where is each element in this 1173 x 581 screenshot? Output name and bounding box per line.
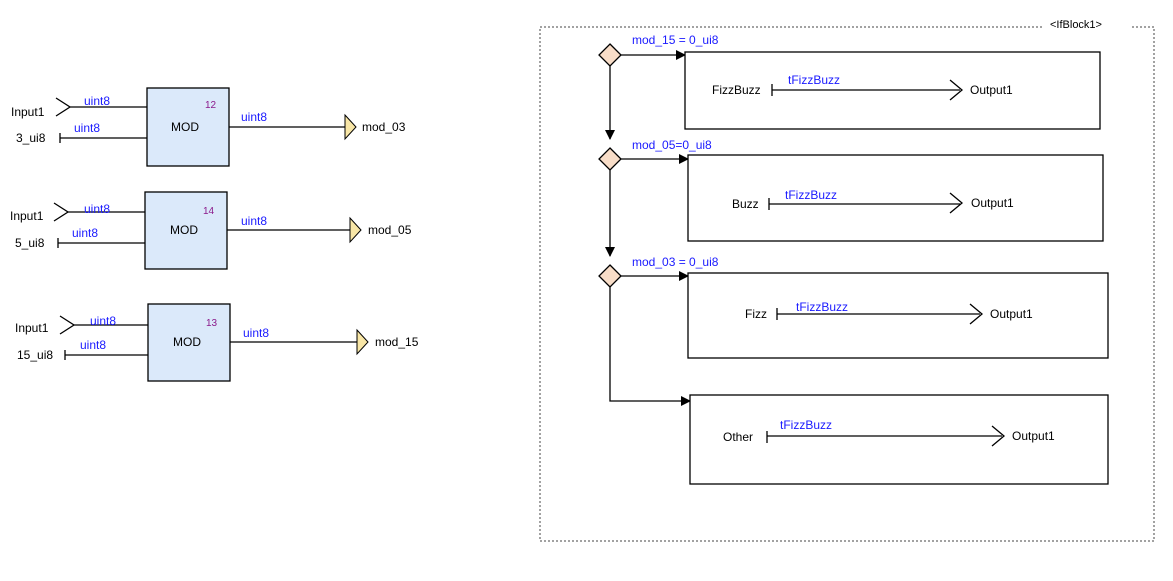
mod-block-label: MOD	[171, 120, 199, 134]
output-name-label: mod_05	[368, 223, 412, 237]
branch-condition: mod_15 = 0_ui8	[632, 33, 719, 47]
mod-block[interactable]	[144, 191, 228, 270]
input1-port-chevron	[59, 315, 76, 335]
branch-type-label: tFizzBuzz	[785, 188, 837, 202]
output-port[interactable]	[356, 328, 369, 356]
branch-value-label: Fizz	[745, 307, 767, 321]
mod-block-label: MOD	[173, 335, 201, 349]
mod-block-12-group[interactable]: Input1 uint8 3_ui8 uint8 12 MOD uint8 mo…	[11, 87, 406, 167]
branch-condition: mod_03 = 0_ui8	[632, 255, 719, 269]
input1-type-label: uint8	[90, 314, 116, 328]
branch-output-chevron	[991, 425, 1006, 447]
output-port[interactable]	[344, 113, 357, 141]
output-name-label: mod_15	[375, 335, 419, 349]
mod-block-number: 12	[205, 100, 217, 111]
input1-label: Input1	[15, 321, 49, 335]
if-branch-fizz[interactable]: mod_03 = 0_ui8 Fizz tFizzBuzz Output1	[598, 255, 1109, 359]
branch-output-label: Output1	[971, 196, 1014, 210]
branch-type-label: tFizzBuzz	[788, 73, 840, 87]
constant-label: 3_ui8	[16, 131, 46, 145]
if-branch-buzz[interactable]: mod_05=0_ui8 Buzz tFizzBuzz Output1	[598, 138, 1104, 242]
branch-output-label: Output1	[990, 307, 1033, 321]
branch-type-label: tFizzBuzz	[780, 418, 832, 432]
if-block-title-bg	[1043, 16, 1131, 32]
branch-output-label: Output1	[1012, 429, 1055, 443]
decision-diamond[interactable]	[598, 43, 622, 67]
input1-port-chevron	[53, 202, 70, 222]
branch-output-label: Output1	[970, 83, 1013, 97]
mod-block-label: MOD	[170, 223, 198, 237]
mod-block[interactable]	[146, 87, 230, 167]
control-flow-line-3	[609, 287, 691, 406]
output-type-label: uint8	[241, 214, 267, 228]
constant-label: 5_ui8	[15, 236, 45, 250]
branch-type-label: tFizzBuzz	[796, 300, 848, 314]
input1-type-label: uint8	[84, 202, 110, 216]
branch-block[interactable]	[689, 394, 1109, 485]
mod-block-14-group[interactable]: Input1 uint8 5_ui8 uint8 14 MOD uint8 mo…	[10, 191, 412, 270]
input1-label: Input1	[11, 105, 45, 119]
branch-output-chevron	[969, 303, 984, 325]
if-branch-other[interactable]: Other tFizzBuzz Output1	[689, 394, 1109, 485]
if-block-title: <IfBlock1>	[1050, 19, 1102, 31]
if-block[interactable]: <IfBlock1> mod_15 = 0_ui8 FizzBuzz tFizz…	[539, 16, 1155, 542]
branch-output-chevron	[949, 79, 964, 101]
output-port[interactable]	[349, 216, 362, 244]
branch-condition: mod_05=0_ui8	[632, 138, 712, 152]
mod-block-number: 14	[203, 206, 215, 217]
constant-type-label: uint8	[74, 121, 100, 135]
input1-port-chevron	[55, 97, 72, 117]
output-name-label: mod_03	[362, 120, 406, 134]
constant-type-label: uint8	[80, 338, 106, 352]
mod-block-13-group[interactable]: Input1 uint8 15_ui8 uint8 13 MOD uint8 m…	[15, 303, 419, 382]
output-type-label: uint8	[241, 110, 267, 124]
branch-block[interactable]	[687, 272, 1109, 359]
input1-label: Input1	[10, 209, 44, 223]
branch-output-chevron	[949, 192, 964, 214]
mod-block-number: 13	[206, 318, 218, 329]
decision-diamond[interactable]	[598, 147, 622, 171]
if-branch-fizzbuzz[interactable]: mod_15 = 0_ui8 FizzBuzz tFizzBuzz Output…	[598, 33, 1101, 130]
branch-block[interactable]	[687, 154, 1104, 242]
constant-label: 15_ui8	[17, 348, 53, 362]
input1-type-label: uint8	[84, 94, 110, 108]
branch-value-label: Buzz	[732, 197, 759, 211]
output-type-label: uint8	[243, 326, 269, 340]
branch-value-label: FizzBuzz	[712, 83, 761, 97]
constant-type-label: uint8	[72, 226, 98, 240]
decision-diamond[interactable]	[598, 264, 622, 288]
branch-value-label: Other	[723, 430, 753, 444]
